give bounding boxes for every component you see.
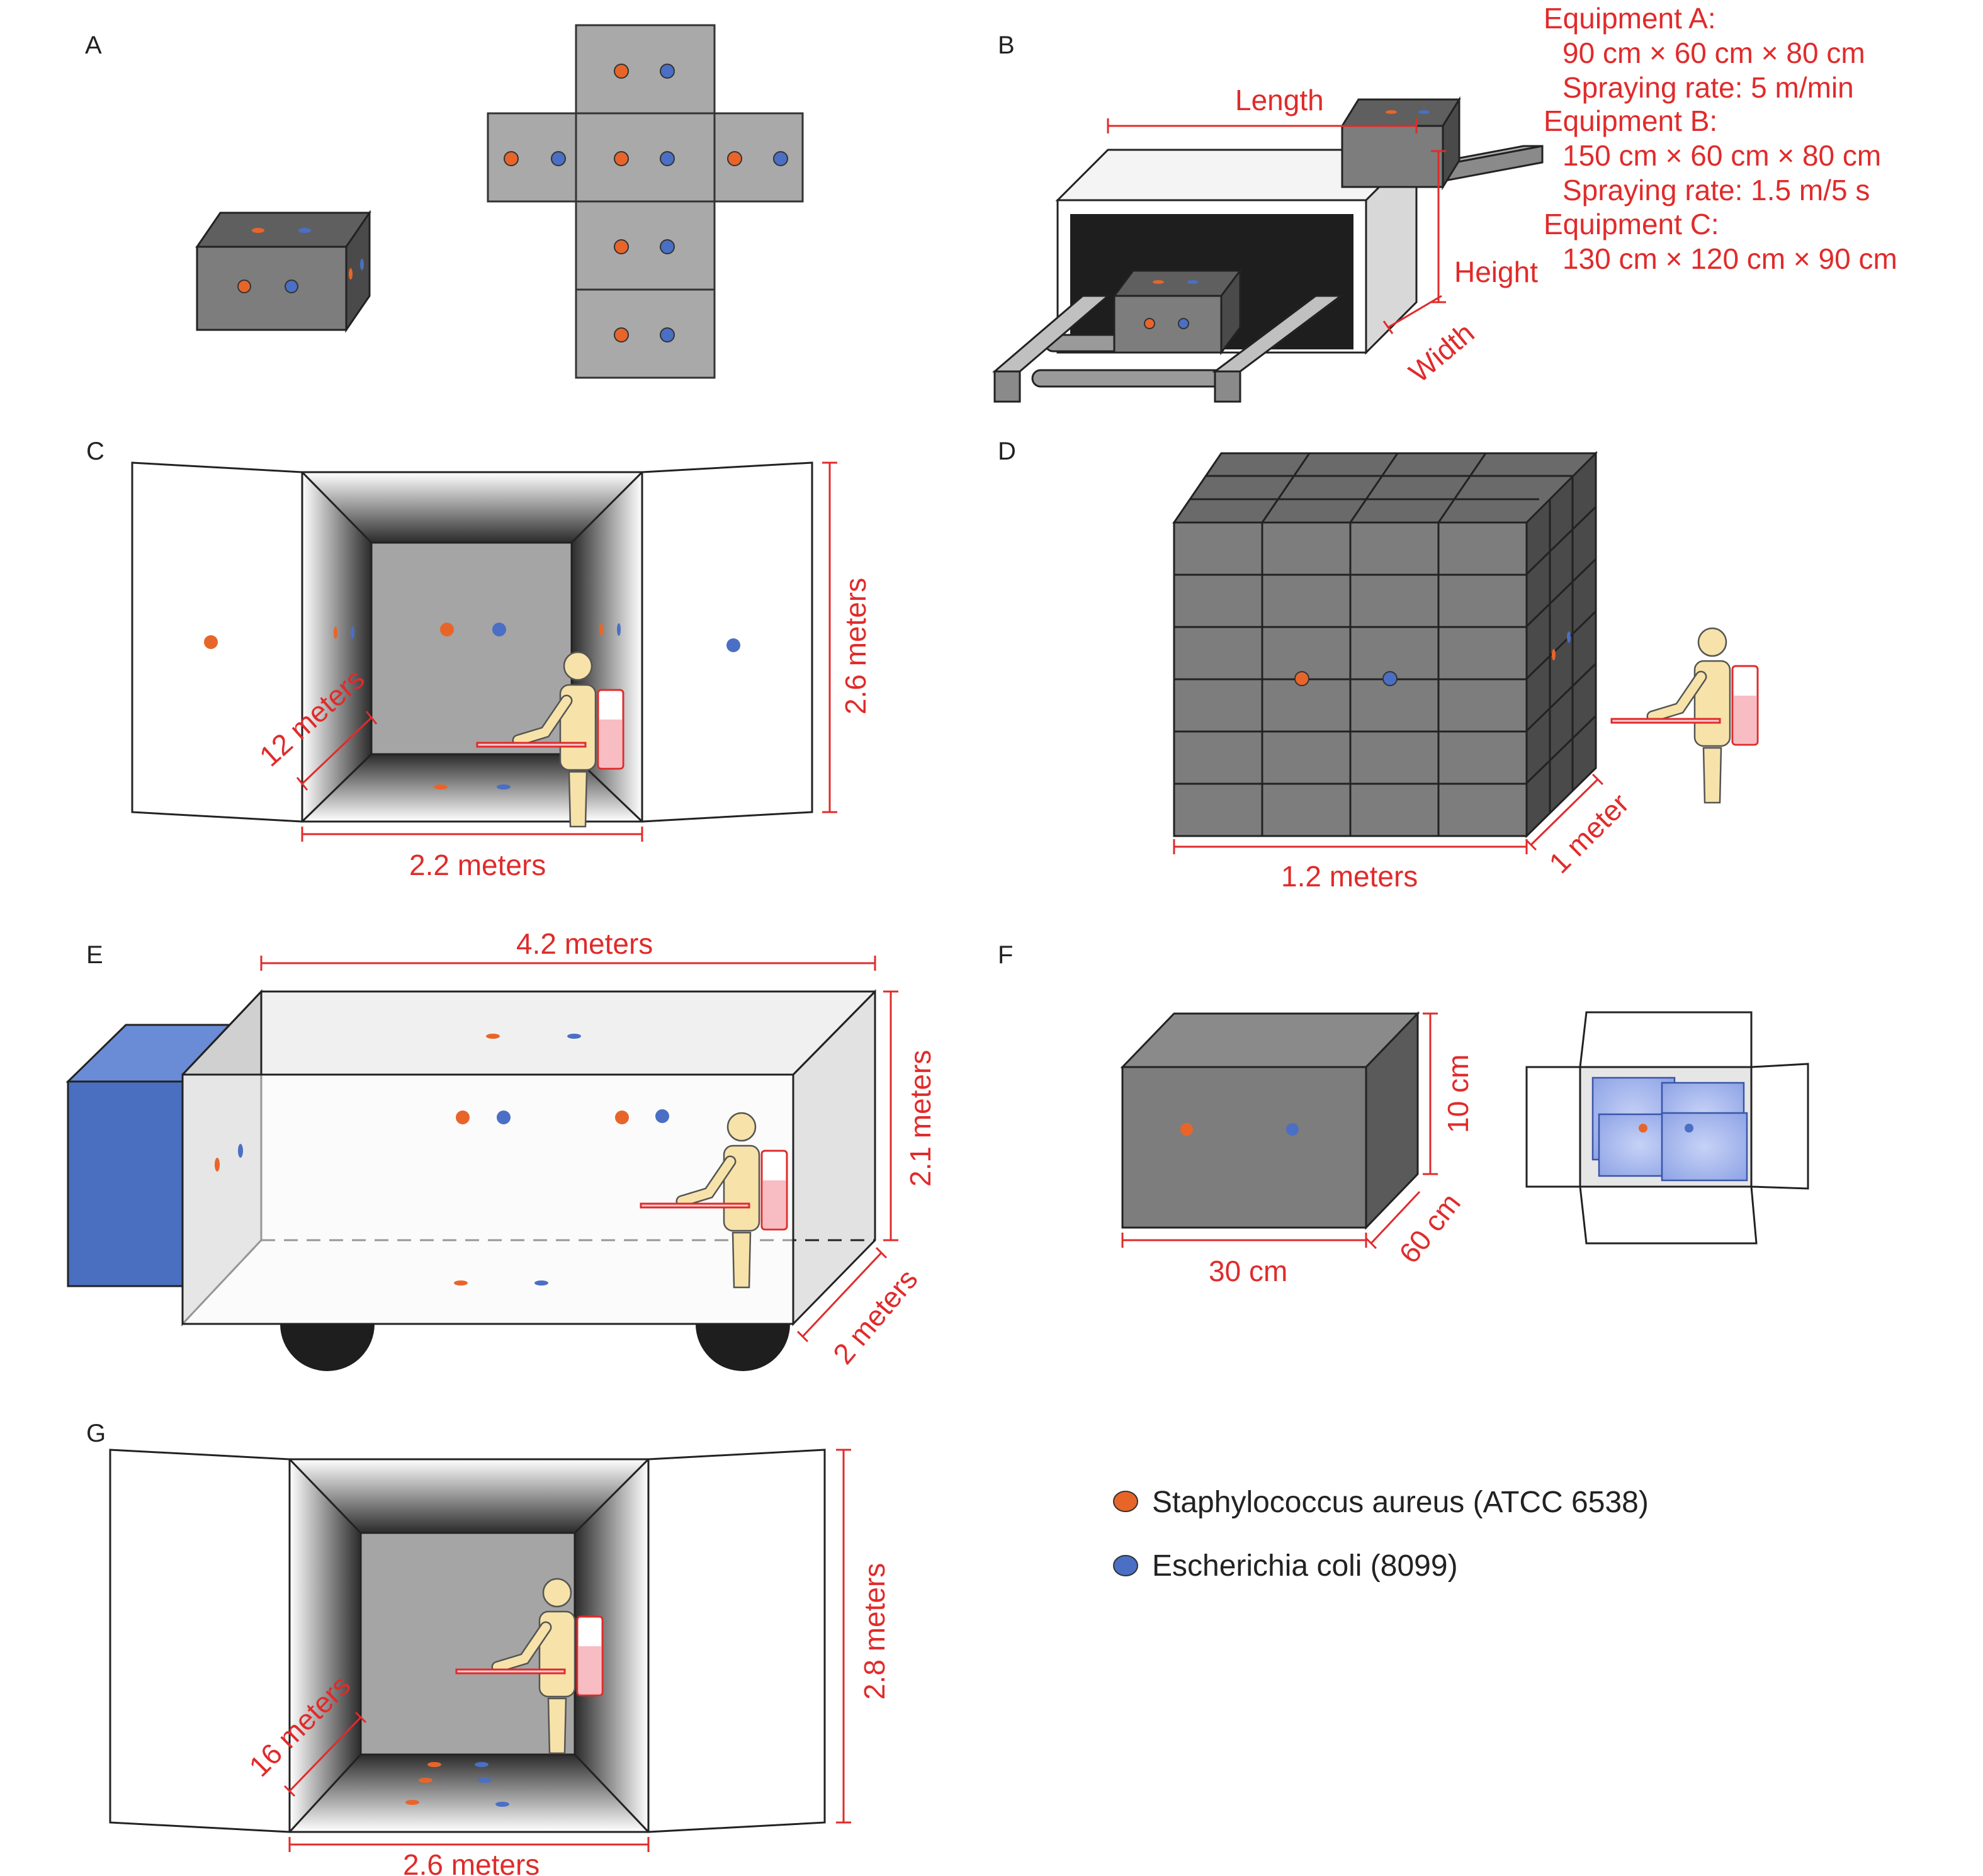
parcel-box-f (1120, 1011, 1420, 1230)
truck-e-height-label: 2.1 meters (904, 1050, 937, 1187)
tunnel-dimension-lines (1107, 118, 1446, 334)
room-g-dimensions (283, 1449, 851, 1852)
room-c-dimensions (296, 461, 837, 842)
parcel-height-label: 10 cm (1442, 1054, 1474, 1133)
length-label: Length (1235, 84, 1324, 116)
spec-line: Equipment A: (1544, 2, 1716, 35)
parcel-depth-label: 60 cm (1393, 1187, 1467, 1269)
conveyor-tunnel (991, 96, 1544, 403)
panel-g-label: G (86, 1420, 106, 1447)
open-parcel-box (1525, 1011, 1809, 1245)
legend: Staphylococcus aureus (ATCC 6538) Escher… (1113, 1486, 1649, 1583)
room-c-height-label: 2.6 meters (839, 578, 872, 715)
spec-line: 90 cm × 60 cm × 80 cm (1562, 37, 1865, 69)
panel-e-label: E (86, 941, 103, 969)
panel-f-label: F (998, 941, 1013, 969)
parcel-width-label: 30 cm (1209, 1255, 1287, 1287)
room-g-width-label: 2.6 meters (403, 1848, 540, 1876)
panel-b-label: B (998, 31, 1015, 59)
truck-e-length-label: 4.2 meters (516, 927, 653, 960)
container-room-g (109, 1449, 826, 1833)
unfolded-box-net (487, 24, 804, 379)
legend-label-s-aureus: Staphylococcus aureus (ATCC 6538) (1152, 1486, 1649, 1519)
parcel-dimensions (1121, 1012, 1438, 1250)
panel-c-label: C (86, 438, 105, 465)
spec-line: 150 cm × 60 cm × 80 cm (1562, 139, 1881, 172)
truck-e-depth-label: 2 meters (827, 1263, 924, 1370)
legend-label-e-coli: Escherichia coli (8099) (1152, 1549, 1458, 1583)
container-room-c (131, 461, 813, 823)
spec-line: Spraying rate: 5 m/min (1562, 71, 1854, 104)
equipment-specs: Equipment A: 90 cm × 60 cm × 80 cm Spray… (1544, 2, 1897, 275)
spec-line: 130 cm × 120 cm × 90 cm (1562, 242, 1897, 275)
legend-swatch-e-coli (1113, 1555, 1138, 1576)
spec-line: Spraying rate: 1.5 m/5 s (1562, 174, 1870, 206)
sprayer-person (1612, 628, 1758, 803)
room-c-width-label: 2.2 meters (409, 849, 546, 881)
room-g-height-label: 2.8 meters (858, 1563, 891, 1700)
spec-line: Equipment B: (1544, 105, 1717, 137)
stacked-cargo-boxes (1172, 451, 1598, 839)
cargo-width-label: 1.2 meters (1281, 860, 1418, 893)
sample-box-3d (195, 210, 371, 333)
cargo-dimensions (1173, 773, 1604, 854)
height-label: Height (1454, 256, 1538, 288)
panel-a-label: A (85, 31, 102, 59)
net-sample-dots (504, 64, 788, 342)
width-label: Width (1403, 316, 1481, 388)
truck-e-dimensions (260, 956, 898, 1343)
panel-d-label: D (998, 438, 1016, 465)
legend-swatch-s-aureus (1113, 1491, 1138, 1512)
spec-line: Equipment C: (1544, 208, 1719, 240)
truck-e (65, 989, 876, 1371)
